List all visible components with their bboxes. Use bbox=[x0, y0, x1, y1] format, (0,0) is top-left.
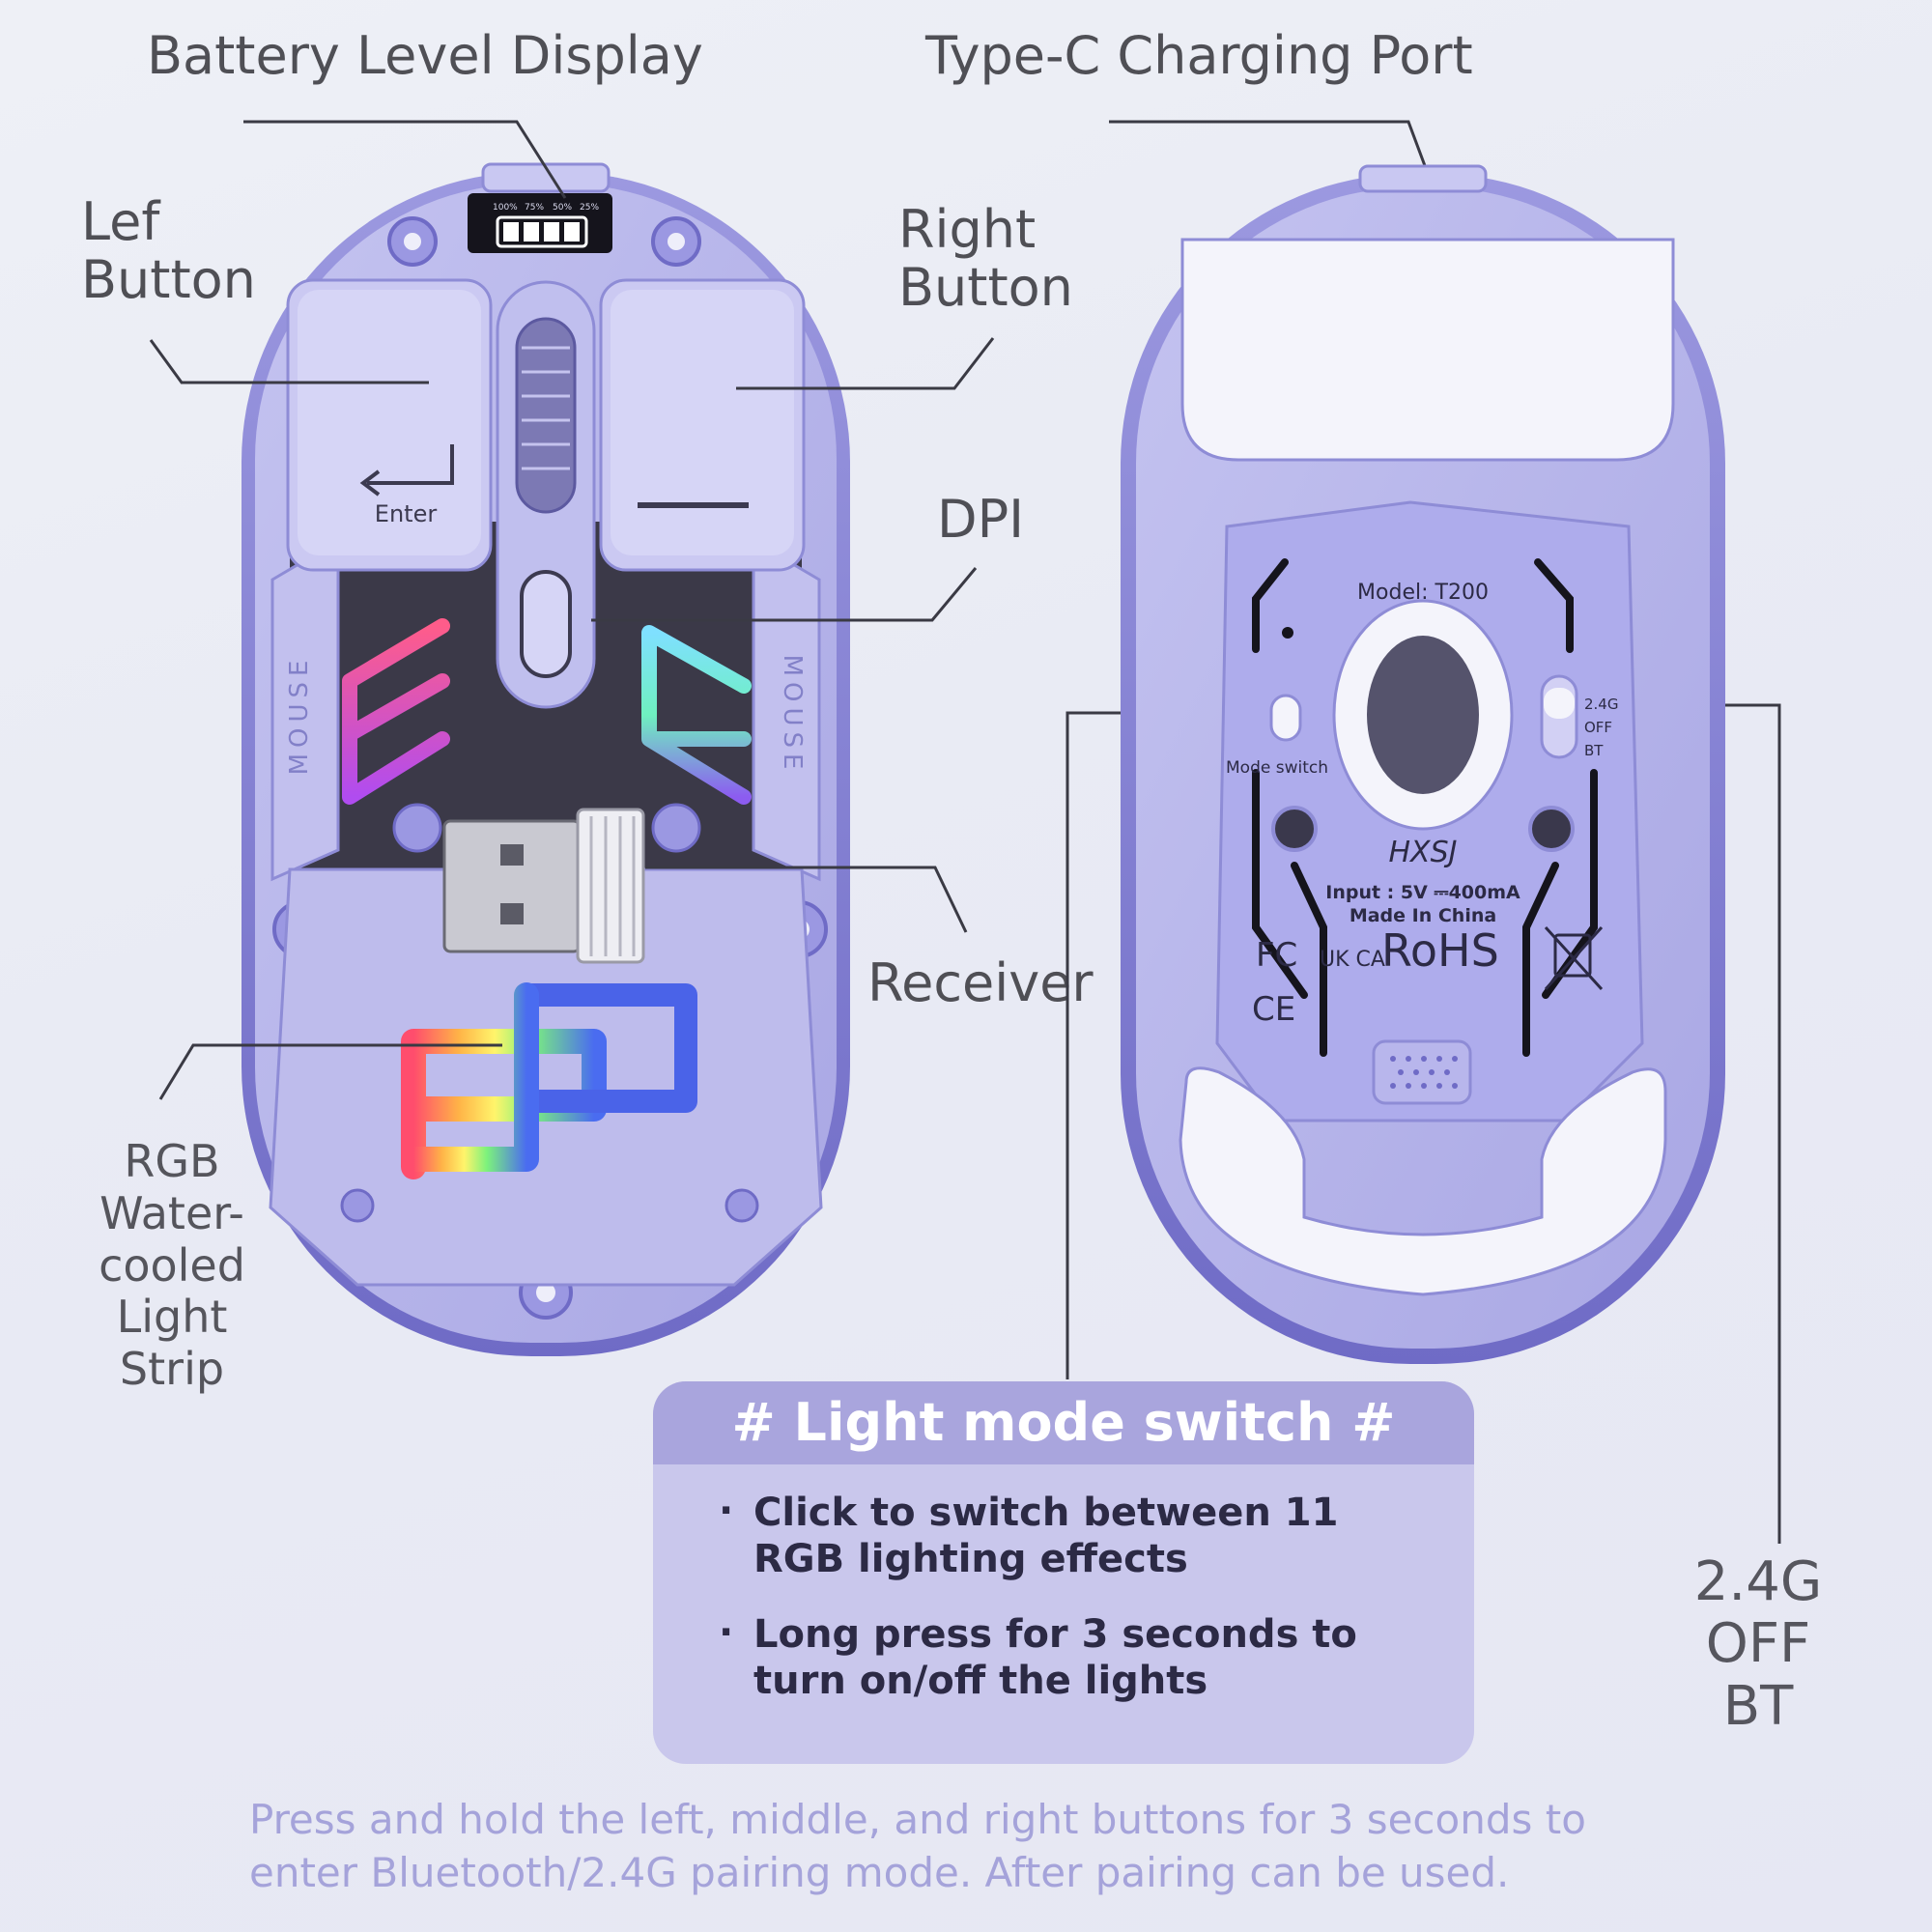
rgb-label-line: Light bbox=[116, 1291, 228, 1344]
rgb-label-line: cooled bbox=[99, 1238, 245, 1292]
made-in-text: Made In China bbox=[1350, 905, 1496, 926]
dpi-button[interactable] bbox=[520, 570, 572, 678]
rgb-label-line: RGB bbox=[124, 1135, 220, 1187]
mode-switch-value: 2.4G bbox=[1693, 1550, 1823, 1613]
rohs-mark: RoHS bbox=[1381, 924, 1499, 977]
battery-pct-text: 50% bbox=[553, 203, 572, 213]
bottom-cutout bbox=[1179, 1066, 1667, 1296]
side-text-right: MOUSE bbox=[778, 655, 807, 776]
switch-pos-text: OFF bbox=[1584, 719, 1612, 736]
screw bbox=[1528, 806, 1575, 852]
mode-switch-value: BT bbox=[1722, 1674, 1794, 1738]
receiver-label: Receiver bbox=[867, 952, 1094, 1013]
pairing-instructions: Press and hold the left, middle, and rig… bbox=[249, 1796, 1586, 1897]
enter-arrow-icon bbox=[367, 444, 454, 485]
battery-pct-text: 25% bbox=[580, 203, 599, 213]
ukca-mark: UK CA bbox=[1320, 948, 1385, 972]
rgb-strip-upper-left bbox=[342, 618, 450, 805]
brand-logo-text: HXSJ bbox=[1388, 836, 1457, 869]
mouse-top-view: 100% 75% 50% 25% MOUSE MOUSE E bbox=[242, 162, 850, 1356]
switch-pos-text: BT bbox=[1584, 742, 1604, 759]
mode-switch-text: Mode switch bbox=[1226, 758, 1328, 778]
dash-icon bbox=[638, 502, 749, 508]
screw bbox=[1271, 806, 1318, 852]
rgb-label-line: Strip bbox=[119, 1343, 225, 1396]
optical-sensor bbox=[1367, 636, 1479, 794]
right-button-label-line2: Button bbox=[898, 257, 1073, 319]
lower-housing bbox=[269, 867, 823, 1287]
list-item: Long press for 3 seconds to turn on/off … bbox=[719, 1609, 1435, 1704]
mode-switch-values-label: 2.4G OFF BT bbox=[1681, 1550, 1835, 1738]
input-rating-text: Input : 5V ⎓400mA bbox=[1325, 882, 1520, 903]
light-mode-switch-button[interactable] bbox=[1269, 694, 1302, 742]
rgb-water-cooled-strip bbox=[401, 982, 697, 1179]
typec-charging-port-label: Type-C Charging Port bbox=[925, 25, 1473, 86]
side-text-left: MOUSE bbox=[285, 655, 314, 776]
model-text: Model: T200 bbox=[1357, 581, 1489, 605]
left-button-label-line1: Lef bbox=[81, 191, 160, 252]
battery-level-display-label: Battery Level Display bbox=[147, 25, 703, 86]
switch-pos-text: 2.4G bbox=[1584, 696, 1618, 713]
list-item: Click to switch between 11 RGB lighting … bbox=[719, 1488, 1435, 1582]
mouse-bottom-view: Mode switch 2.4G OFF BT Model: T200 HXSJ… bbox=[1121, 164, 1725, 1364]
rgb-strip-upper-right bbox=[641, 625, 752, 805]
battery-pct-text: 100% bbox=[493, 203, 518, 213]
mode-switch-value: OFF bbox=[1705, 1612, 1811, 1676]
enter-key-label: Enter bbox=[375, 500, 438, 527]
right-button-label-line1: Right bbox=[898, 199, 1037, 260]
weee-bin-icon bbox=[1544, 925, 1604, 991]
dpi-label: DPI bbox=[937, 489, 1025, 550]
left-button-label: Lef Button bbox=[81, 191, 256, 311]
light-mode-switch-box: # Light mode switch # Click to switch be… bbox=[653, 1381, 1474, 1764]
rgb-light-strip-label: RGB Water- cooled Light Strip bbox=[68, 1135, 276, 1396]
typec-port bbox=[1358, 164, 1488, 193]
receiver-cap bbox=[576, 808, 645, 964]
scroll-wheel[interactable] bbox=[515, 317, 577, 514]
light-mode-switch-list: Click to switch between 11 RGB lighting … bbox=[653, 1464, 1474, 1704]
vent-grille bbox=[1372, 1039, 1472, 1105]
top-cutout bbox=[1180, 238, 1675, 462]
battery-pct-text: 75% bbox=[525, 203, 544, 213]
left-button-label-line2: Button bbox=[81, 249, 256, 311]
ce-mark: CE bbox=[1252, 990, 1295, 1029]
fcc-mark: FC bbox=[1256, 936, 1297, 975]
usb-receiver[interactable] bbox=[442, 819, 582, 953]
top-port-tab bbox=[481, 162, 611, 193]
right-button-label: Right Button bbox=[898, 199, 1073, 319]
battery-icon bbox=[496, 215, 588, 248]
light-mode-switch-title: # Light mode switch # bbox=[653, 1381, 1474, 1464]
mode-slider-knob[interactable] bbox=[1544, 688, 1575, 719]
rgb-label-line: Water- bbox=[99, 1186, 244, 1239]
